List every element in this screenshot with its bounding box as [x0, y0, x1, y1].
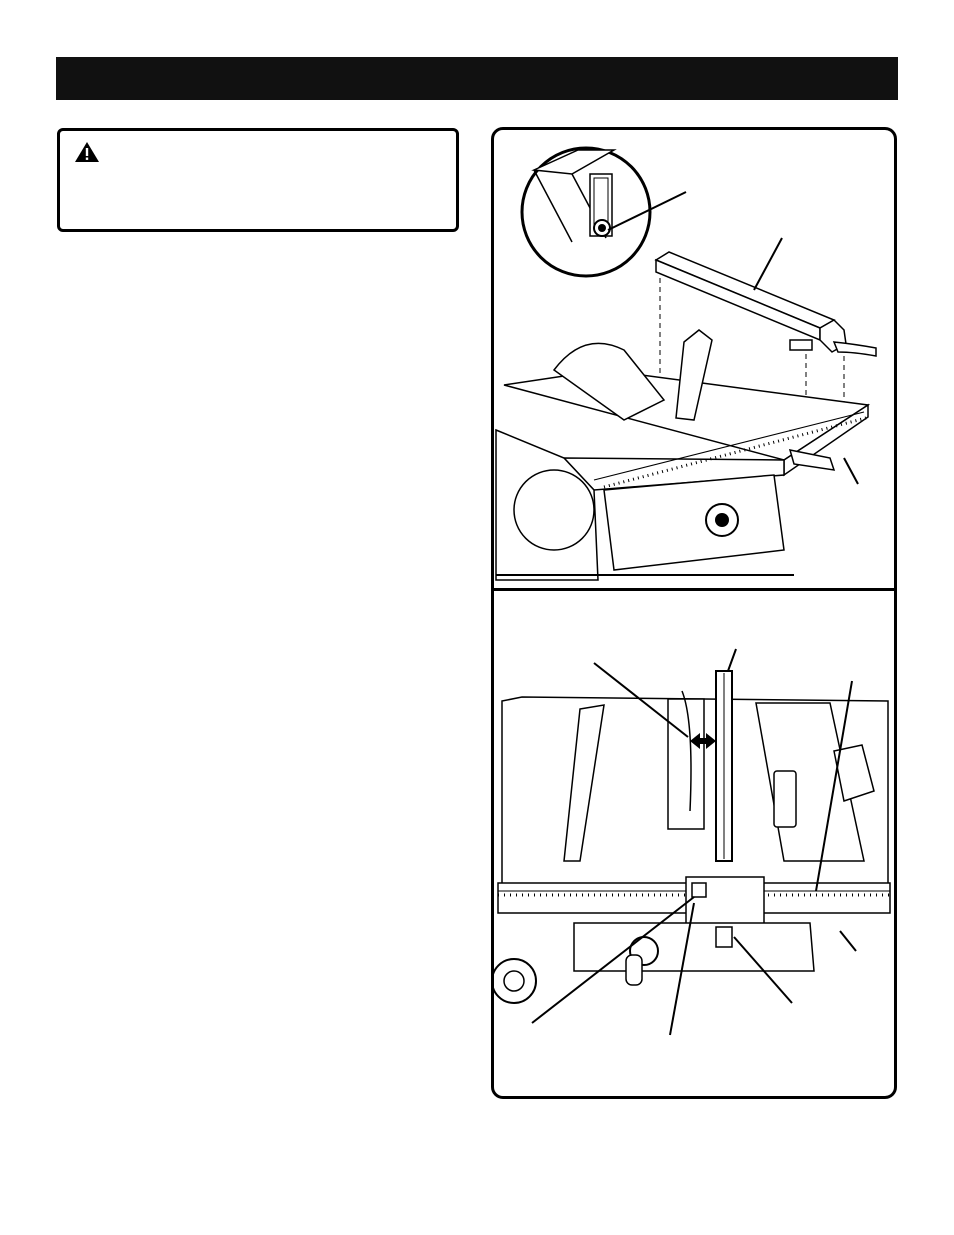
table-top-view — [494, 670, 891, 1004]
figure-frame — [491, 127, 897, 1099]
adjustment-arrow-icon — [690, 733, 716, 749]
table-saw-body — [495, 329, 871, 581]
page-header-bar — [56, 57, 898, 100]
figure-top-illustration — [495, 146, 877, 581]
rip-fence-top — [654, 251, 877, 357]
detail-inset-circle — [520, 146, 652, 278]
figure-bottom-illustration — [494, 648, 891, 1036]
warning-triangle-icon — [75, 142, 99, 162]
figure-divider — [494, 588, 894, 591]
warning-box — [57, 128, 459, 232]
